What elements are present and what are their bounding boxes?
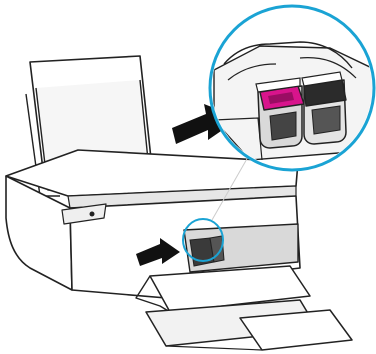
output-tray — [136, 266, 352, 350]
